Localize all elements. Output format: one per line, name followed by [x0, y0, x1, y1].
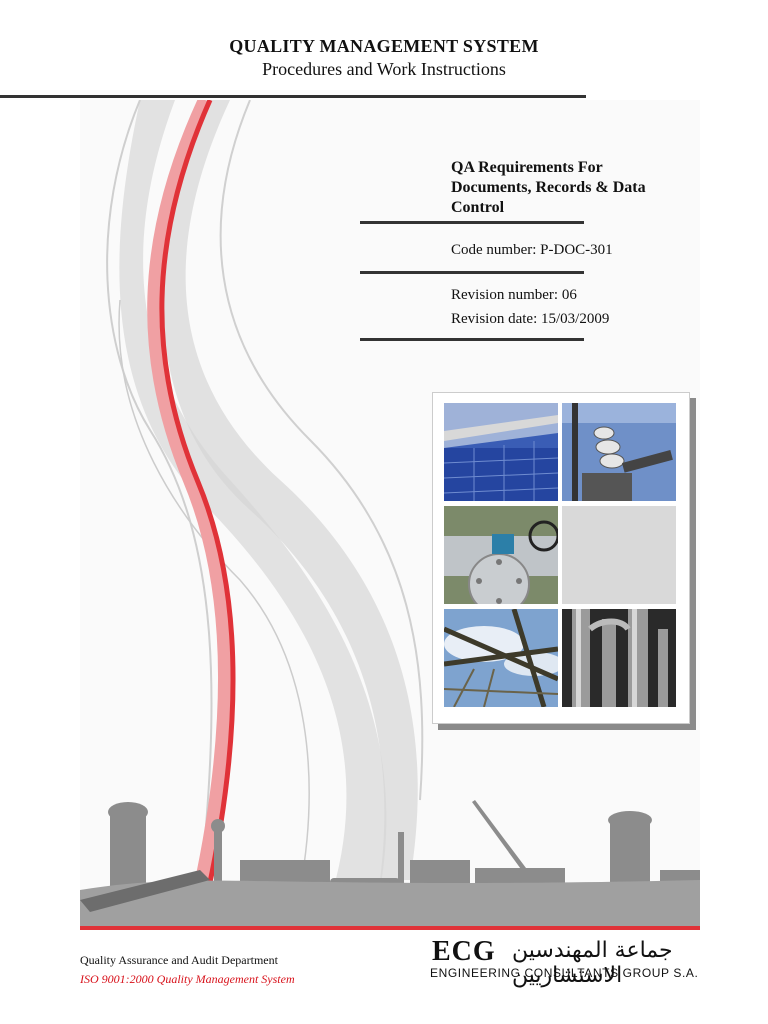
revision-number: Revision number: 06	[451, 287, 577, 303]
revision-date: Revision date: 15/03/2009	[451, 311, 610, 327]
footer-accent-bar	[80, 926, 700, 930]
info-divider-1	[360, 221, 584, 224]
system-title: QUALITY MANAGEMENT SYSTEM	[229, 36, 539, 56]
iso-standard: ISO 9001:2000 Quality Management System	[80, 972, 295, 986]
ecg-logo-arabic: جماعة المهندسين الاستشاريين	[512, 938, 673, 988]
info-divider-2	[360, 271, 584, 274]
pipe-valves-image	[444, 506, 558, 604]
ecg-logo-fullname: ENGINEERING CONSULTANTS GROUP S.A.	[430, 966, 699, 980]
department-name: Quality Assurance and Audit Department	[80, 953, 278, 967]
industrial-pipes-image	[562, 609, 676, 707]
blank-photo-tile	[562, 506, 676, 604]
building-facade-image	[444, 403, 558, 501]
header-divider	[0, 95, 586, 98]
page-header: QUALITY MANAGEMENT SYSTEM Procedures and…	[0, 36, 768, 80]
document-title-line-1: QA Requirements For	[451, 159, 603, 176]
system-subtitle: Procedures and Work Instructions	[262, 59, 506, 79]
power-insulators-image	[562, 403, 676, 501]
steel-roof-structure-image	[444, 609, 558, 707]
ecg-logo-abbreviation: ECG	[432, 936, 496, 967]
info-divider-3	[360, 338, 584, 341]
code-number: Code number: P-DOC-301	[451, 242, 613, 258]
document-title-line-3: Control	[451, 199, 505, 216]
document-title-line-2: Documents, Records & Data	[451, 179, 646, 196]
document-title: QA Requirements For Documents, Records &…	[451, 158, 691, 218]
photo-collage	[432, 392, 690, 724]
